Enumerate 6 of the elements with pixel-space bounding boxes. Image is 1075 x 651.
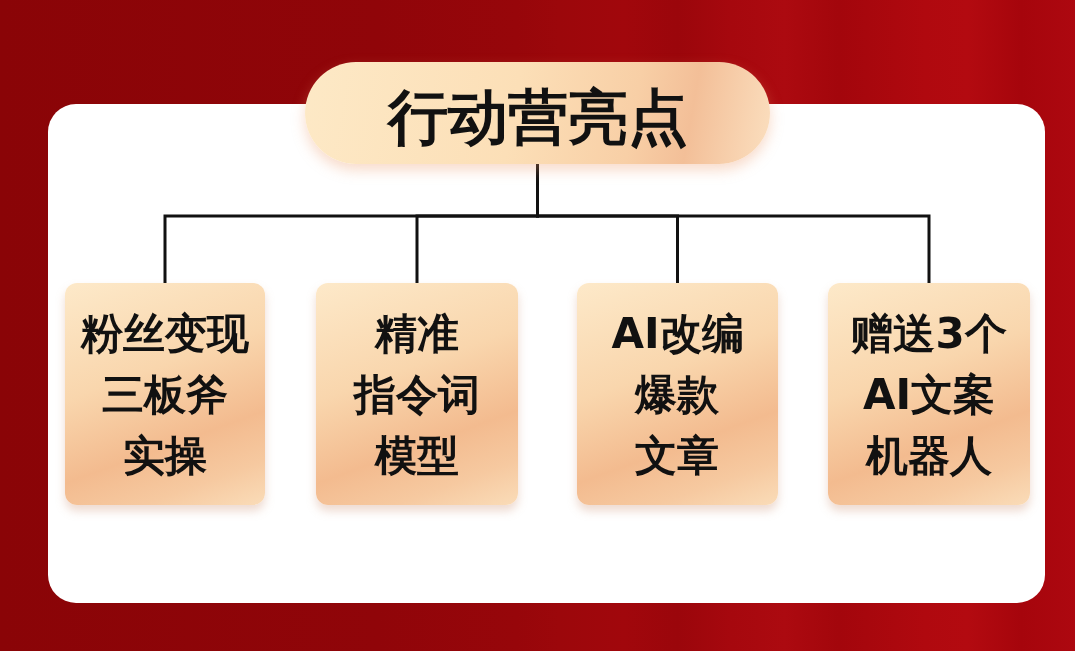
feature-box: AI改编爆款文章 <box>577 283 778 505</box>
feature-box: 粉丝变现三板斧实操 <box>65 283 265 505</box>
feature-box: 精准指令词模型 <box>316 283 518 505</box>
connector-line <box>536 164 931 283</box>
title-pill: 行动营亮点 <box>305 62 770 164</box>
feature-box: 赠送3个AI文案机器人 <box>828 283 1030 505</box>
